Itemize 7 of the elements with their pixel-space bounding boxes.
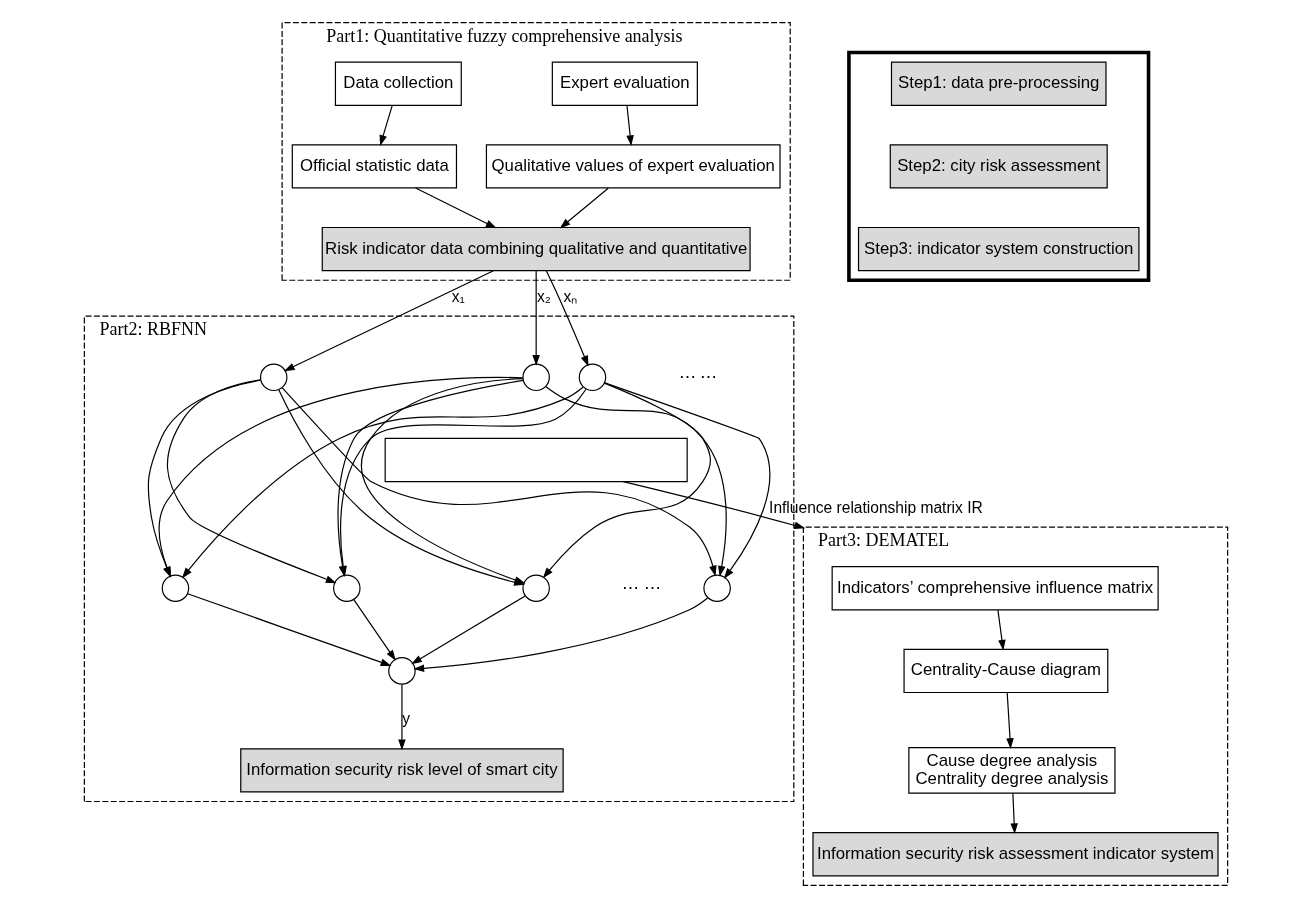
edge-label: xₙ [563, 288, 578, 306]
edge-label: y [402, 710, 411, 728]
edge-label: Influence relationship matrix IR [769, 499, 983, 517]
edge-label: x₁ [451, 288, 465, 306]
edge-label: x₂ [537, 288, 551, 306]
label: ⋯ ⋯ [678, 366, 718, 386]
label: ⋯ ⋯ [622, 577, 661, 597]
